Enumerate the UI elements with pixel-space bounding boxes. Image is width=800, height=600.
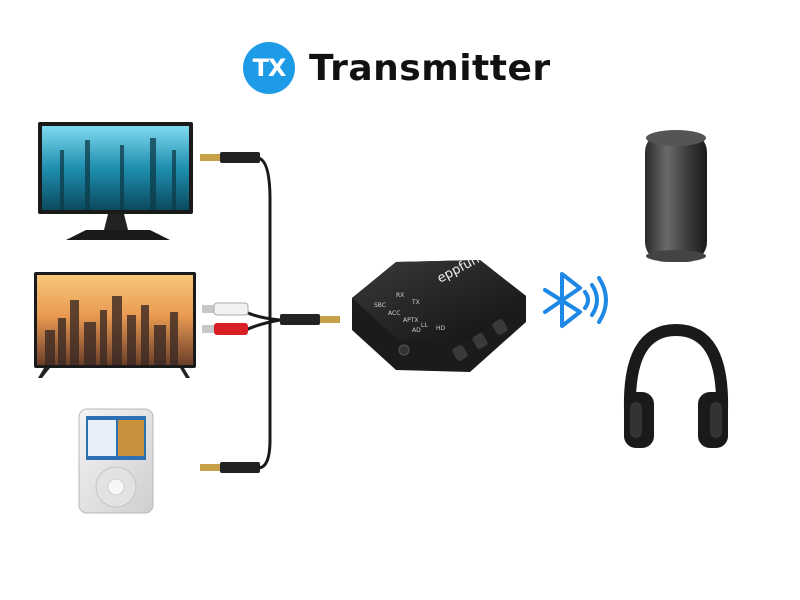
label-aptx: APTX (403, 317, 419, 324)
bluetooth-icon (545, 274, 606, 326)
aux-plug-bottom (200, 462, 260, 473)
label-sbc: SBC (374, 302, 386, 309)
label-hd: HD (436, 325, 446, 332)
aux-plug-top (200, 152, 260, 163)
audio-cables (246, 158, 280, 468)
rca-plugs (202, 303, 248, 335)
label-acc: ACC (388, 310, 400, 317)
headphones-icon (624, 330, 728, 448)
monitor-icon (38, 122, 193, 240)
transmitter-device: eppfun RX TX SBC ACC APTX LL HD AD (352, 252, 526, 372)
mp3-player-icon (79, 409, 153, 513)
label-rx: RX (396, 292, 404, 299)
tv-icon (34, 272, 196, 378)
label-ll: LL (421, 322, 428, 329)
aux-plug-device (280, 314, 340, 325)
label-ad: AD (412, 327, 421, 334)
audio-port (399, 345, 409, 355)
speaker-icon (645, 130, 707, 262)
label-tx: TX (411, 299, 420, 306)
